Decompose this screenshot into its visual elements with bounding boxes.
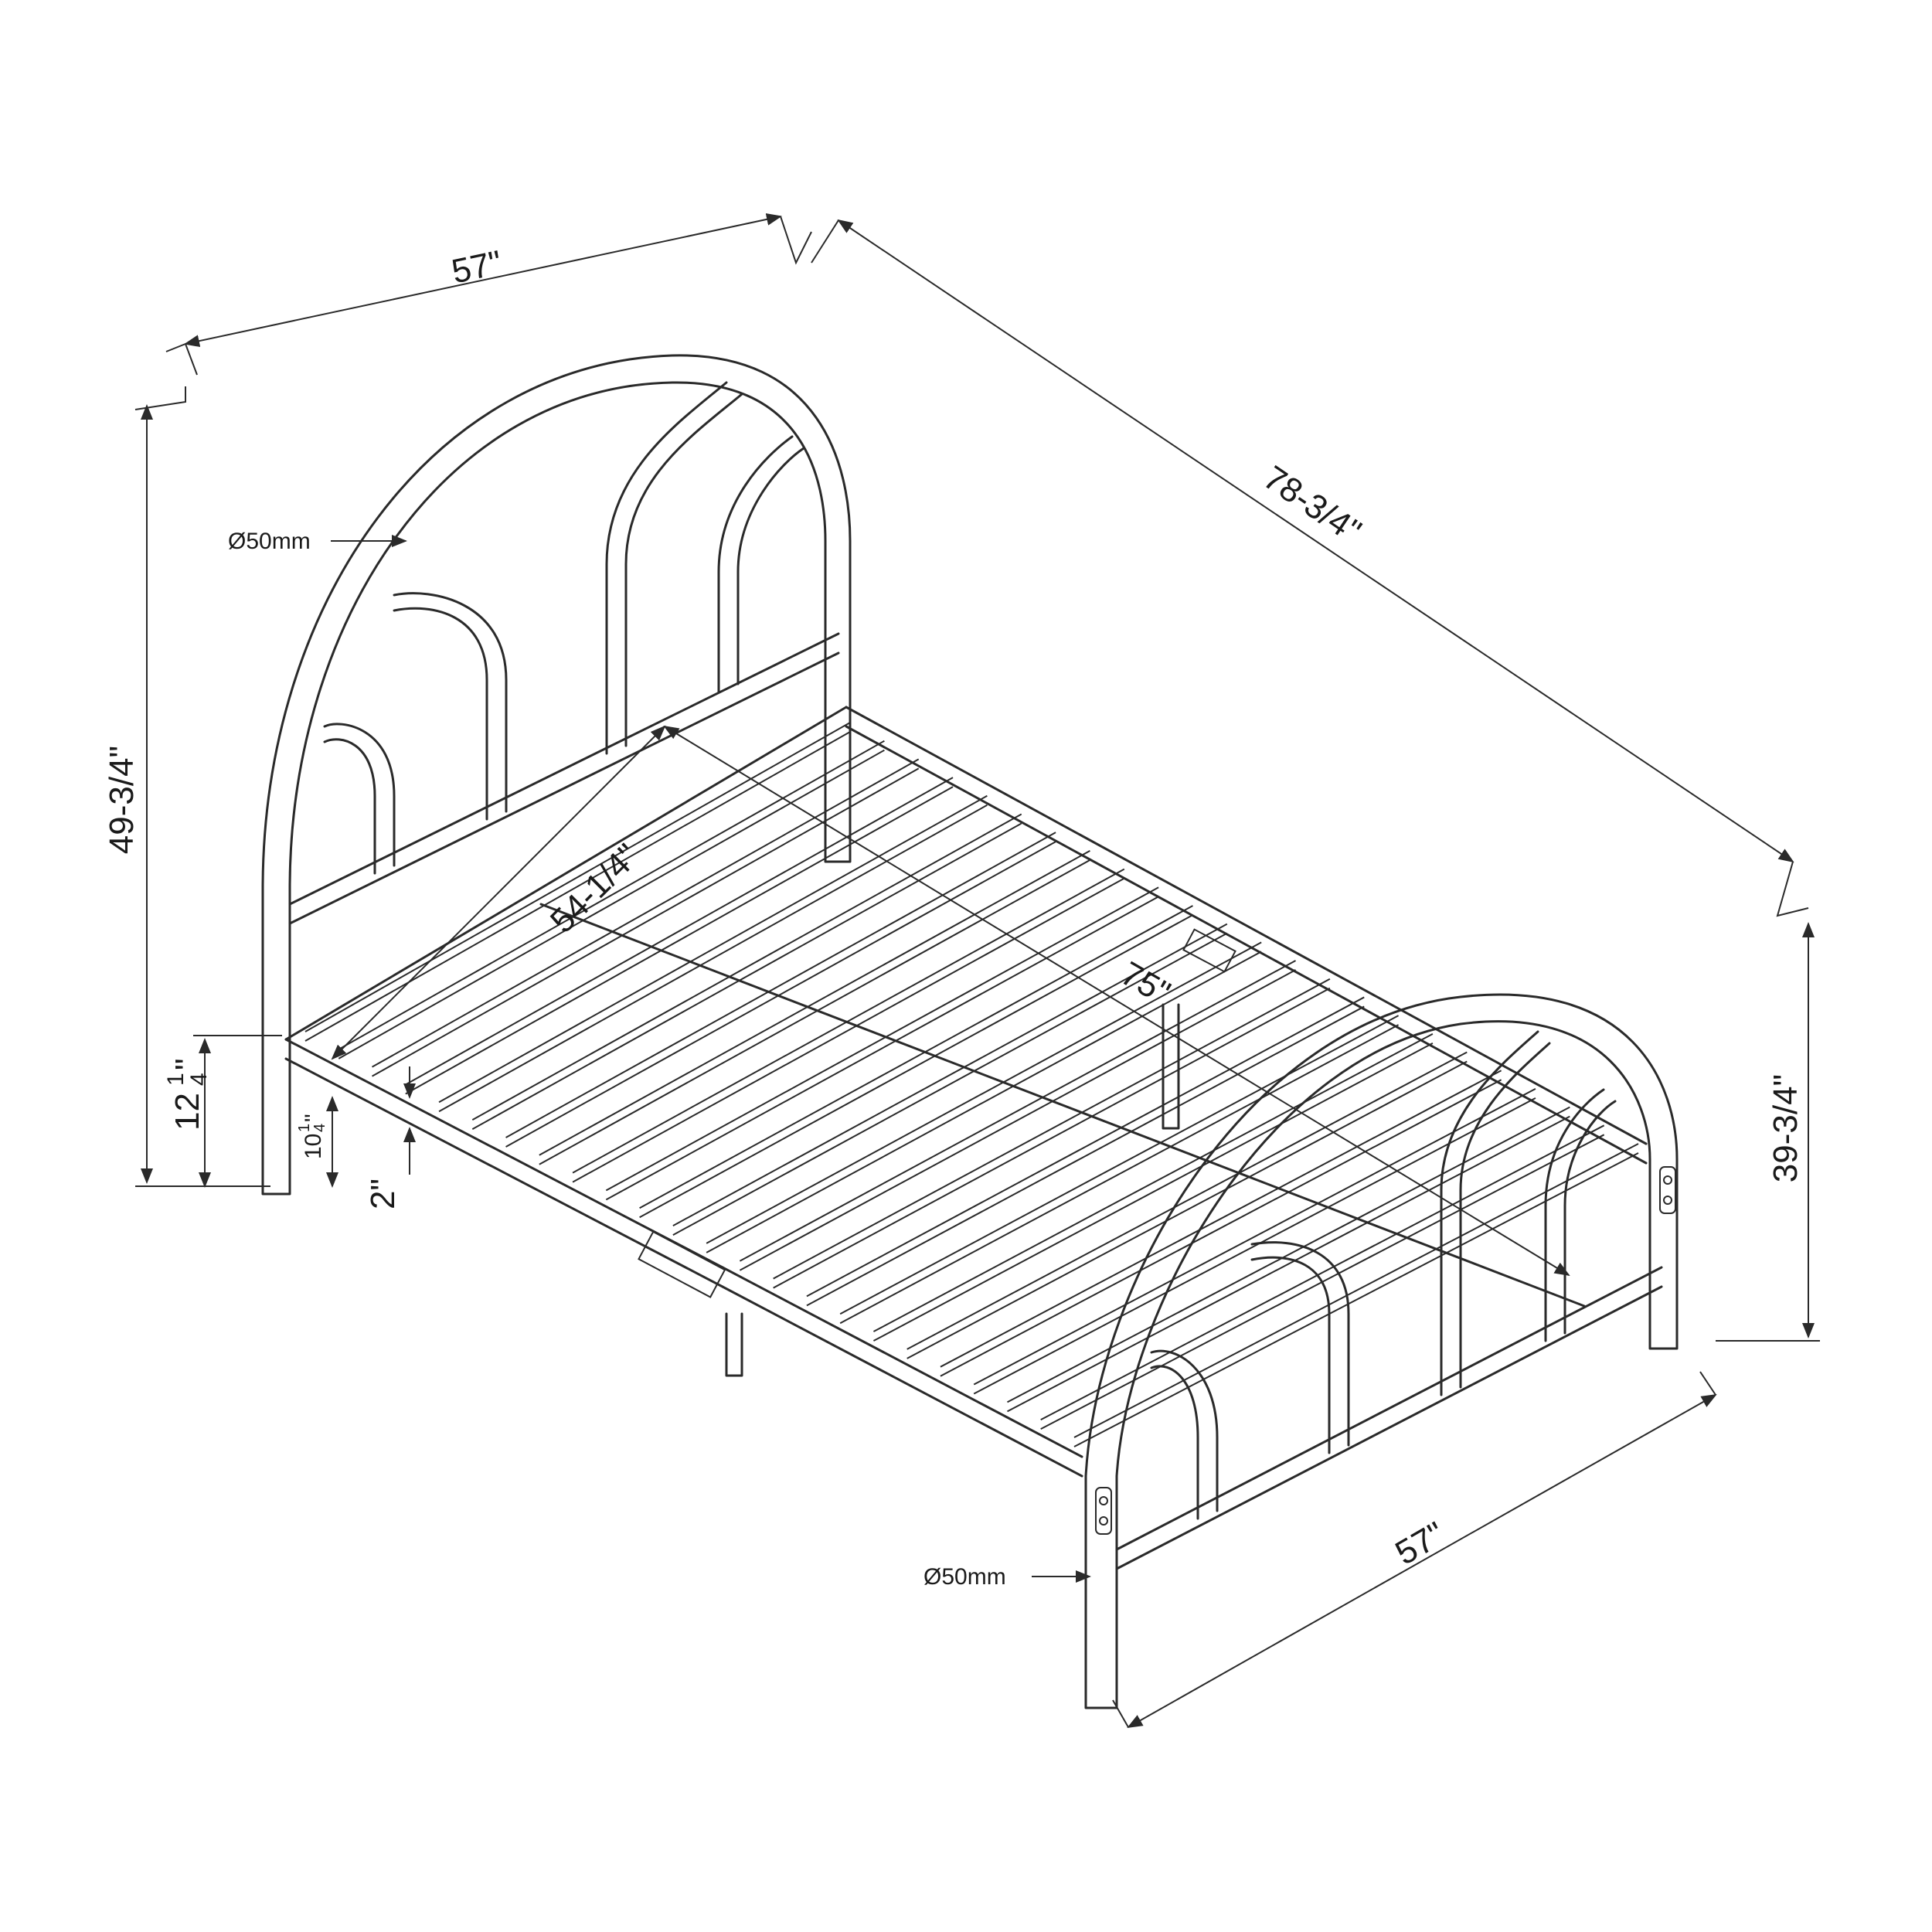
slat: [806, 1005, 1365, 1307]
slat: [739, 969, 1296, 1271]
slat: [471, 822, 1022, 1131]
dimension-labels: 57" 78-3/4" 49-3/4" 39-3/4" 57" 54-1/4" …: [103, 243, 1804, 1590]
rail-depth-label: 2": [364, 1179, 402, 1209]
slat: [405, 786, 954, 1095]
slat: [906, 1060, 1468, 1359]
slat: [872, 1042, 1434, 1342]
footboard-height-label: 39-3/4": [1767, 1074, 1804, 1182]
slat: [605, 896, 1159, 1201]
slats: [304, 722, 1639, 1447]
top-width-label: 57": [448, 243, 505, 291]
slat: [471, 813, 1022, 1121]
slat: [372, 758, 920, 1068]
slat: [639, 905, 1193, 1209]
slat: [405, 777, 954, 1086]
slat: [1007, 1115, 1570, 1413]
slat: [338, 749, 885, 1060]
slat: [973, 1088, 1536, 1386]
slat: [372, 767, 920, 1077]
slat: [438, 804, 988, 1113]
slat: [572, 868, 1125, 1174]
headboard-height-label: 49-3/4": [103, 746, 141, 854]
slat: [940, 1070, 1502, 1368]
dimension-lines: [134, 213, 1820, 1728]
footboard: [1084, 993, 1679, 1709]
slat: [1040, 1124, 1605, 1421]
svg-text:4: 4: [186, 1073, 212, 1086]
slat: [539, 849, 1090, 1156]
slat: [940, 1079, 1502, 1377]
slat: [839, 1024, 1400, 1325]
slat: [1073, 1143, 1639, 1438]
slat: [773, 978, 1331, 1280]
slat: [639, 914, 1193, 1219]
svg-text:10: 10: [301, 1134, 326, 1159]
rail-height-label: 12 1 4 ": [163, 1058, 212, 1131]
slat: [739, 960, 1296, 1262]
inner-length-label: 75": [1114, 954, 1176, 1012]
slat: [973, 1097, 1536, 1395]
slat: [773, 987, 1331, 1289]
slat: [304, 722, 851, 1032]
slat: [605, 886, 1159, 1192]
slat-height-label: 10 1 4 ": [296, 1114, 328, 1159]
svg-text:12: 12: [168, 1093, 206, 1131]
slat: [539, 859, 1090, 1165]
svg-text:": ": [301, 1114, 326, 1122]
svg-text:1: 1: [163, 1073, 189, 1086]
tube-diameter-head-label: Ø50mm: [228, 529, 311, 554]
svg-text:": ": [168, 1058, 206, 1070]
slat: [872, 1032, 1434, 1332]
bottom-width-label: 57": [1389, 1515, 1451, 1573]
tube-diameter-foot-label: Ø50mm: [923, 1564, 1006, 1590]
slat: [572, 877, 1125, 1183]
svg-text:4: 4: [311, 1124, 328, 1132]
slat: [438, 794, 988, 1104]
slat: [806, 996, 1365, 1298]
slat: [839, 1015, 1400, 1315]
slat: [906, 1051, 1468, 1350]
svg-text:1: 1: [296, 1124, 313, 1132]
length-label: 78-3/4": [1257, 458, 1368, 550]
slat: [1073, 1152, 1639, 1447]
